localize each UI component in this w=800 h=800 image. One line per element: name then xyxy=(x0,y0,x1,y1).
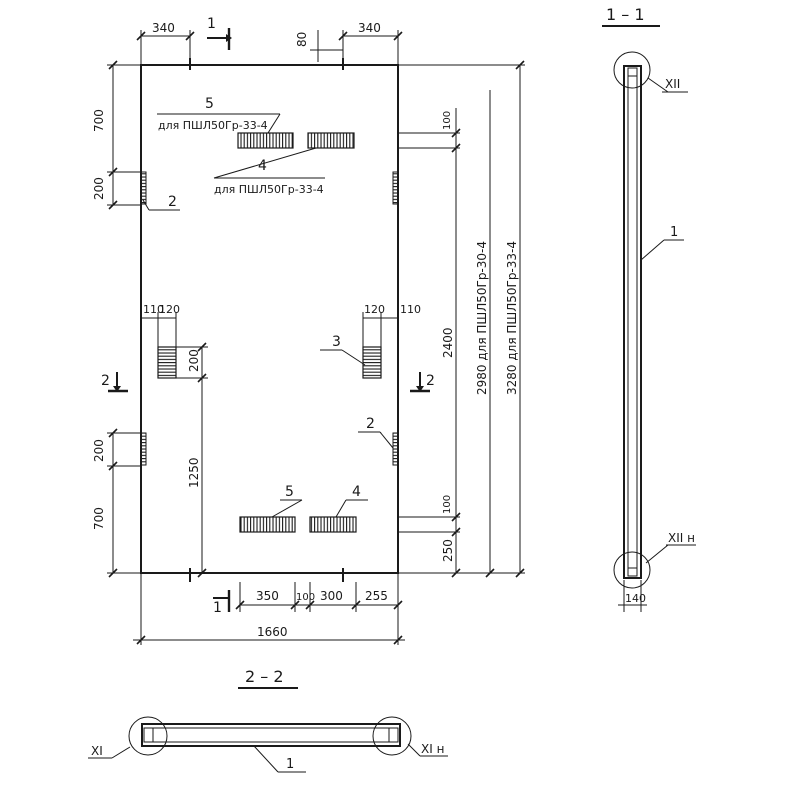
dim-top-right-340: 340 xyxy=(358,21,381,35)
pos4-top-label: 4 xyxy=(258,158,267,174)
dimension-ticks xyxy=(108,31,525,645)
pos2-right-label: 2 xyxy=(366,416,375,432)
plate-pos3-right xyxy=(362,346,382,379)
cut1-top-label: 1 xyxy=(207,16,216,32)
cut2-left-label: 2 xyxy=(101,373,110,389)
plate-pos3-left xyxy=(157,346,177,379)
dim-bottom-300: 300 xyxy=(320,589,343,603)
panel-outline xyxy=(140,64,399,574)
section-2-2-pos1-label: 1 xyxy=(286,757,294,772)
dim-right-2400: 2400 xyxy=(441,327,455,358)
dim-left-700-bottom: 700 xyxy=(92,507,106,530)
section-1-1-title: 1 – 1 xyxy=(606,5,645,24)
dim-left-110: 110 xyxy=(143,303,164,316)
detail-xi-circle-right xyxy=(372,716,412,756)
dim-right-100-top: 100 xyxy=(442,111,453,130)
detail-xii-bottom-label: XII н xyxy=(668,531,695,545)
pos4-top-note: для ПШЛ50Гр-33-4 xyxy=(214,183,324,196)
dim-right-250: 250 xyxy=(441,539,455,562)
edge-plate-left-top xyxy=(140,171,147,205)
dim-left-700-top: 700 xyxy=(92,109,106,132)
edge-plate-left-bottom xyxy=(140,432,147,466)
section-1-1-outline xyxy=(623,65,642,579)
section-2-2-title: 2 – 2 xyxy=(245,667,284,686)
pos5-top-note: для ПШЛ50Гр-33-4 xyxy=(158,119,268,132)
edge-plate-right-top xyxy=(392,171,399,205)
dim-right-110: 110 xyxy=(400,303,421,316)
dim-2980-note: 2980 для ПШЛ50Гр-30-4 xyxy=(475,241,489,395)
pos2-left-label: 2 xyxy=(168,194,177,210)
edge-plate-right-bottom xyxy=(392,432,399,466)
dim-bottom-1660: 1660 xyxy=(257,625,288,639)
dim-left-200-mid: 200 xyxy=(187,349,201,372)
detail-xi-right-label: XI н xyxy=(421,742,444,756)
cut1-bottom-label: 1 xyxy=(213,600,222,616)
dim-3280-note: 3280 для ПШЛ50Гр-33-4 xyxy=(505,241,519,395)
dim-inner-1250: 1250 xyxy=(187,457,201,488)
pos5-bottom-label: 5 xyxy=(285,484,294,500)
dim-bottom-255: 255 xyxy=(365,589,388,603)
plate-pos5-bottom xyxy=(239,516,296,533)
dimension-labels: 340 340 80 700 200 200 700 110 120 200 1… xyxy=(92,21,519,639)
dim-left-200-top: 200 xyxy=(92,177,106,200)
section-1-1-pos1-label: 1 xyxy=(670,225,678,240)
detail-xii-top-label: XII xyxy=(665,77,680,91)
position-leaders xyxy=(142,113,394,518)
panel-plan xyxy=(140,58,399,582)
plate-pos4-bottom xyxy=(309,516,357,533)
cut2-right-label: 2 xyxy=(426,373,435,389)
section-140-label: 140 xyxy=(625,592,646,605)
dim-top-left-340: 340 xyxy=(152,21,175,35)
dim-top-80: 80 xyxy=(295,32,309,47)
detail-xii-circle-bottom xyxy=(613,551,651,589)
detail-xi-circle-left xyxy=(128,716,168,756)
section-2-2-outline xyxy=(141,723,401,747)
dim-bottom-100: 100 xyxy=(296,592,315,603)
dim-left-200-bottom: 200 xyxy=(92,439,106,462)
detail-xii-circle-top xyxy=(613,51,651,89)
dimension-lines xyxy=(107,30,525,645)
detail-xi-left-label: XI xyxy=(91,744,103,758)
plate-pos4-top xyxy=(307,132,355,149)
dim-right-120: 120 xyxy=(364,303,385,316)
dim-right-100-bottom: 100 xyxy=(442,495,453,514)
pos3-label: 3 xyxy=(332,334,341,350)
section-cut-markers: 1 1 2 2 xyxy=(101,16,435,616)
dim-left-120: 120 xyxy=(159,303,180,316)
section-2-2: 2 – 2 XI XI н 1 xyxy=(88,667,448,773)
pos4-bottom-label: 4 xyxy=(352,484,361,500)
section-1-1: 1 – 1 XII XII н 1 140 xyxy=(602,5,696,612)
dim-bottom-350: 350 xyxy=(256,589,279,603)
position-labels: 5 для ПШЛ50Гр-33-4 4 для ПШЛ50Гр-33-4 2 … xyxy=(158,96,375,500)
pos5-top-label: 5 xyxy=(205,96,214,112)
plate-pos5-top xyxy=(237,132,294,149)
